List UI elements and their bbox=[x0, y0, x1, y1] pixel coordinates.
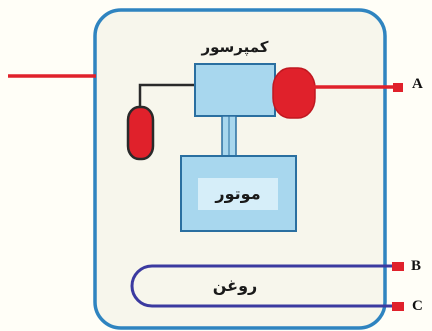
motor-label-bg bbox=[198, 178, 278, 210]
oil-loop bbox=[130, 264, 400, 308]
pipe-c-end bbox=[392, 302, 404, 311]
connection-label-a: A bbox=[412, 76, 423, 92]
right-red-component bbox=[272, 67, 316, 119]
connection-label-b: B bbox=[411, 258, 422, 274]
left-red-component bbox=[126, 105, 155, 161]
oil-label: روغن bbox=[212, 276, 258, 295]
motor-label: موتور bbox=[215, 184, 261, 203]
pipe-a-end bbox=[393, 83, 403, 92]
compressor-label: کمپرسور bbox=[201, 38, 269, 56]
connection-label-c: C bbox=[412, 298, 423, 314]
pipe-b-end bbox=[392, 262, 404, 271]
compressor-box bbox=[194, 63, 276, 117]
